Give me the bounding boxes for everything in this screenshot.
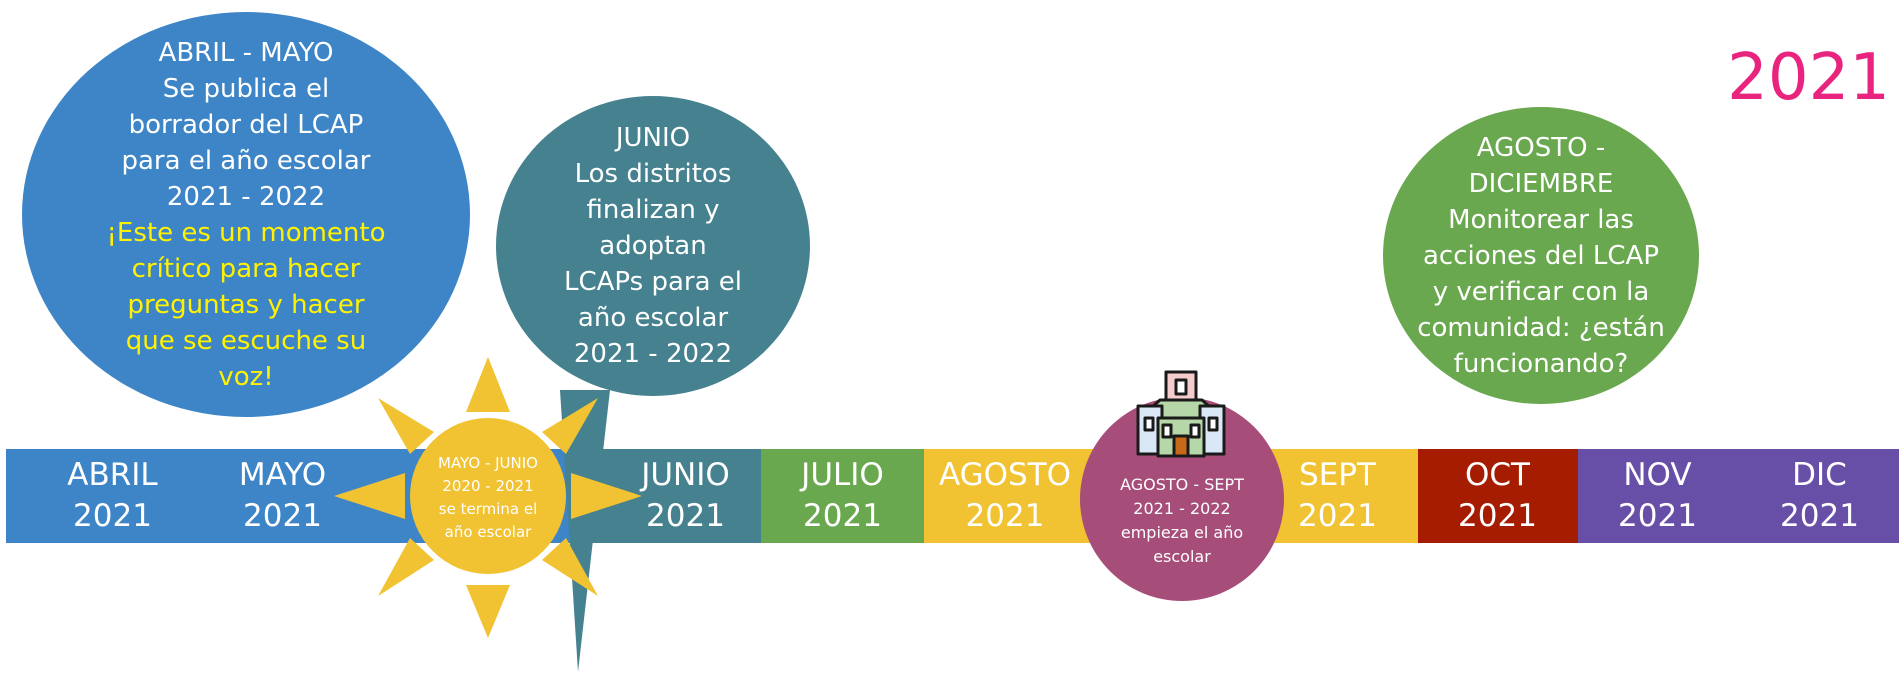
school-label-line: empieza el año	[1120, 523, 1244, 542]
month-year: 2021	[1298, 498, 1377, 534]
month-name: ABRIL	[67, 457, 158, 493]
sun-icon	[334, 357, 642, 638]
bubble-line: Los distritos	[574, 159, 732, 189]
sun-label-line: año escolar	[444, 523, 532, 541]
bubble-line: para el año escolar	[121, 145, 371, 176]
junio-callout-pointer	[560, 390, 610, 672]
sun-label-line: se termina el	[438, 500, 538, 518]
month-name: SEPT	[1299, 457, 1376, 493]
school-label: AGOSTO - SEPT 2021 - 2022 empieza el año…	[1098, 473, 1266, 569]
school-label-line: AGOSTO - SEPT	[1120, 475, 1244, 494]
month-label-mayo: MAYO 2021	[210, 449, 355, 543]
bubble-line: año escolar	[577, 303, 729, 333]
school-label-line: escolar	[1153, 547, 1211, 566]
bubble-line: acciones del LCAP	[1422, 240, 1660, 271]
month-label-julio: JULIO 2021	[775, 449, 910, 543]
bubble-junio: JUNIO Los distritos finalizan y adoptan …	[496, 96, 810, 396]
school-label-line: 2021 - 2022	[1133, 499, 1231, 518]
month-year: 2021	[1458, 498, 1537, 534]
month-label-nov: NOV 2021	[1590, 449, 1725, 543]
month-label-oct: OCT 2021	[1430, 449, 1565, 543]
timeline-segment-nov-dic	[1578, 449, 1899, 543]
bubble-line: comunidad: ¿están	[1417, 312, 1665, 343]
month-year: 2021	[965, 498, 1045, 534]
bubble-line: borrador del LCAP	[128, 109, 364, 140]
month-year: 2021	[646, 498, 725, 534]
month-label-junio: JUNIO 2021	[618, 449, 753, 543]
month-year: 2021	[243, 498, 322, 534]
bubble-line: 2021 - 2022	[573, 339, 733, 369]
bubble-line: ABRIL - MAYO	[158, 37, 334, 68]
bubble-line: adoptan	[599, 231, 707, 261]
month-label-dic: DIC 2021	[1752, 449, 1887, 543]
month-name: MAYO	[238, 457, 327, 493]
bubble-line: Se publica el	[162, 73, 330, 104]
page-title-year: 2021	[1727, 41, 1890, 115]
bubble-highlight-line: que se escuche su	[125, 325, 367, 356]
month-year: 2021	[73, 498, 152, 534]
timeline-segment-oct	[1418, 449, 1578, 543]
bubble-line: AGOSTO -	[1476, 132, 1606, 163]
month-year: 2021	[803, 498, 882, 534]
bubble-highlight-line: ¡Este es un momento	[106, 217, 386, 248]
bubble-line: LCAPs para el	[563, 267, 742, 297]
school-circle	[1080, 397, 1284, 601]
bubble-highlight-line: preguntas y hacer	[127, 289, 365, 320]
school-building-icon	[1136, 370, 1226, 458]
bubble-abril-mayo: ABRIL - MAYO Se publica el borrador del …	[22, 12, 470, 417]
bubble-highlight-line: crítico para hacer	[131, 253, 361, 284]
sun-label-line: 2020 - 2021	[442, 477, 534, 495]
bubble-line: DICIEMBRE	[1468, 168, 1614, 199]
bubble-line: finalizan y	[586, 195, 720, 225]
month-year: 2021	[1780, 498, 1859, 534]
sun-label-line: MAYO - JUNIO	[438, 454, 538, 472]
sun-label: MAYO - JUNIO 2020 - 2021 se termina el a…	[414, 452, 562, 544]
month-name: AGOSTO	[938, 457, 1072, 493]
bubble-line: JUNIO	[615, 123, 691, 153]
month-name: OCT	[1465, 457, 1530, 493]
month-name: JULIO	[801, 457, 884, 493]
month-label-sept: SEPT 2021	[1270, 449, 1405, 543]
bubble-line: funcionando?	[1453, 348, 1629, 379]
month-name: JUNIO	[641, 457, 730, 493]
timeline-segment-julio	[761, 449, 924, 543]
month-name: DIC	[1792, 457, 1847, 493]
month-label-agosto: AGOSTO 2021	[930, 449, 1080, 543]
bubble-highlight-line: voz!	[218, 361, 274, 392]
bubble-agosto-diciembre: AGOSTO - DICIEMBRE Monitorear las accion…	[1383, 107, 1699, 404]
bubble-line: 2021 - 2022	[166, 181, 326, 212]
bubble-line: y verificar con la	[1432, 276, 1650, 307]
bubble-line: Monitorear las	[1448, 204, 1634, 235]
month-name: NOV	[1623, 457, 1692, 493]
month-year: 2021	[1618, 498, 1697, 534]
month-label-abril: ABRIL 2021	[40, 449, 185, 543]
